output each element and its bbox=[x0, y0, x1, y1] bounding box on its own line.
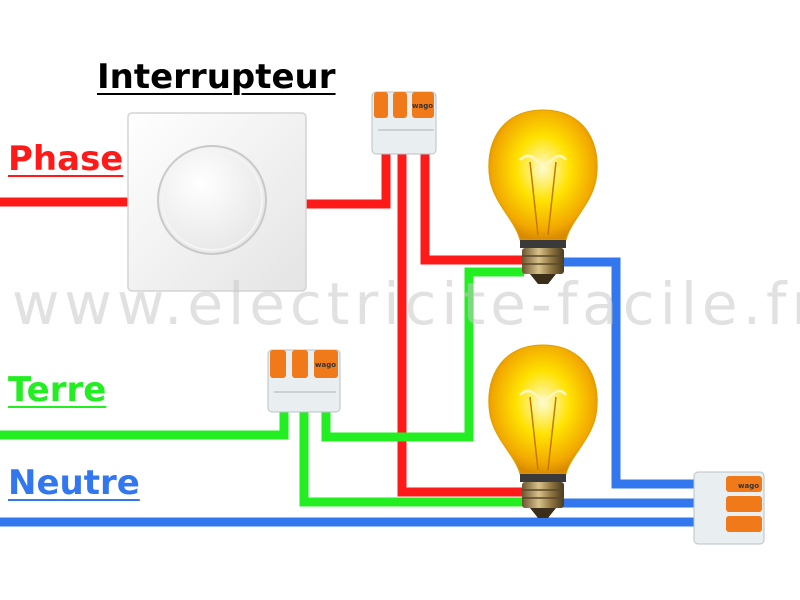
light-bulb-1 bbox=[488, 109, 598, 284]
wago-connector-terre: wago bbox=[267, 349, 341, 413]
svg-text:wago: wago bbox=[738, 482, 759, 490]
switch-title: Interrupteur bbox=[97, 57, 336, 97]
terre-wire-lamp1 bbox=[321, 267, 524, 442]
switch-knob bbox=[157, 145, 267, 255]
svg-text:wago: wago bbox=[315, 361, 336, 369]
wago-connector-phase: wago bbox=[371, 91, 437, 155]
light-bulb-2 bbox=[488, 344, 598, 518]
phase-wire-lamp1 bbox=[420, 118, 524, 265]
svg-text:wago: wago bbox=[412, 102, 433, 110]
neutre-label: Neutre bbox=[8, 463, 140, 503]
neutre-wires bbox=[0, 257, 705, 527]
switch bbox=[127, 112, 307, 292]
neutre-wire-lamp1 bbox=[562, 257, 705, 489]
phase-label: Phase bbox=[8, 139, 124, 179]
terre-label: Terre bbox=[8, 370, 107, 410]
terre-wire-lamp2 bbox=[299, 378, 524, 507]
phase-wire-lamp2 bbox=[397, 118, 524, 497]
wago-connector-neutre: wago bbox=[693, 471, 765, 545]
